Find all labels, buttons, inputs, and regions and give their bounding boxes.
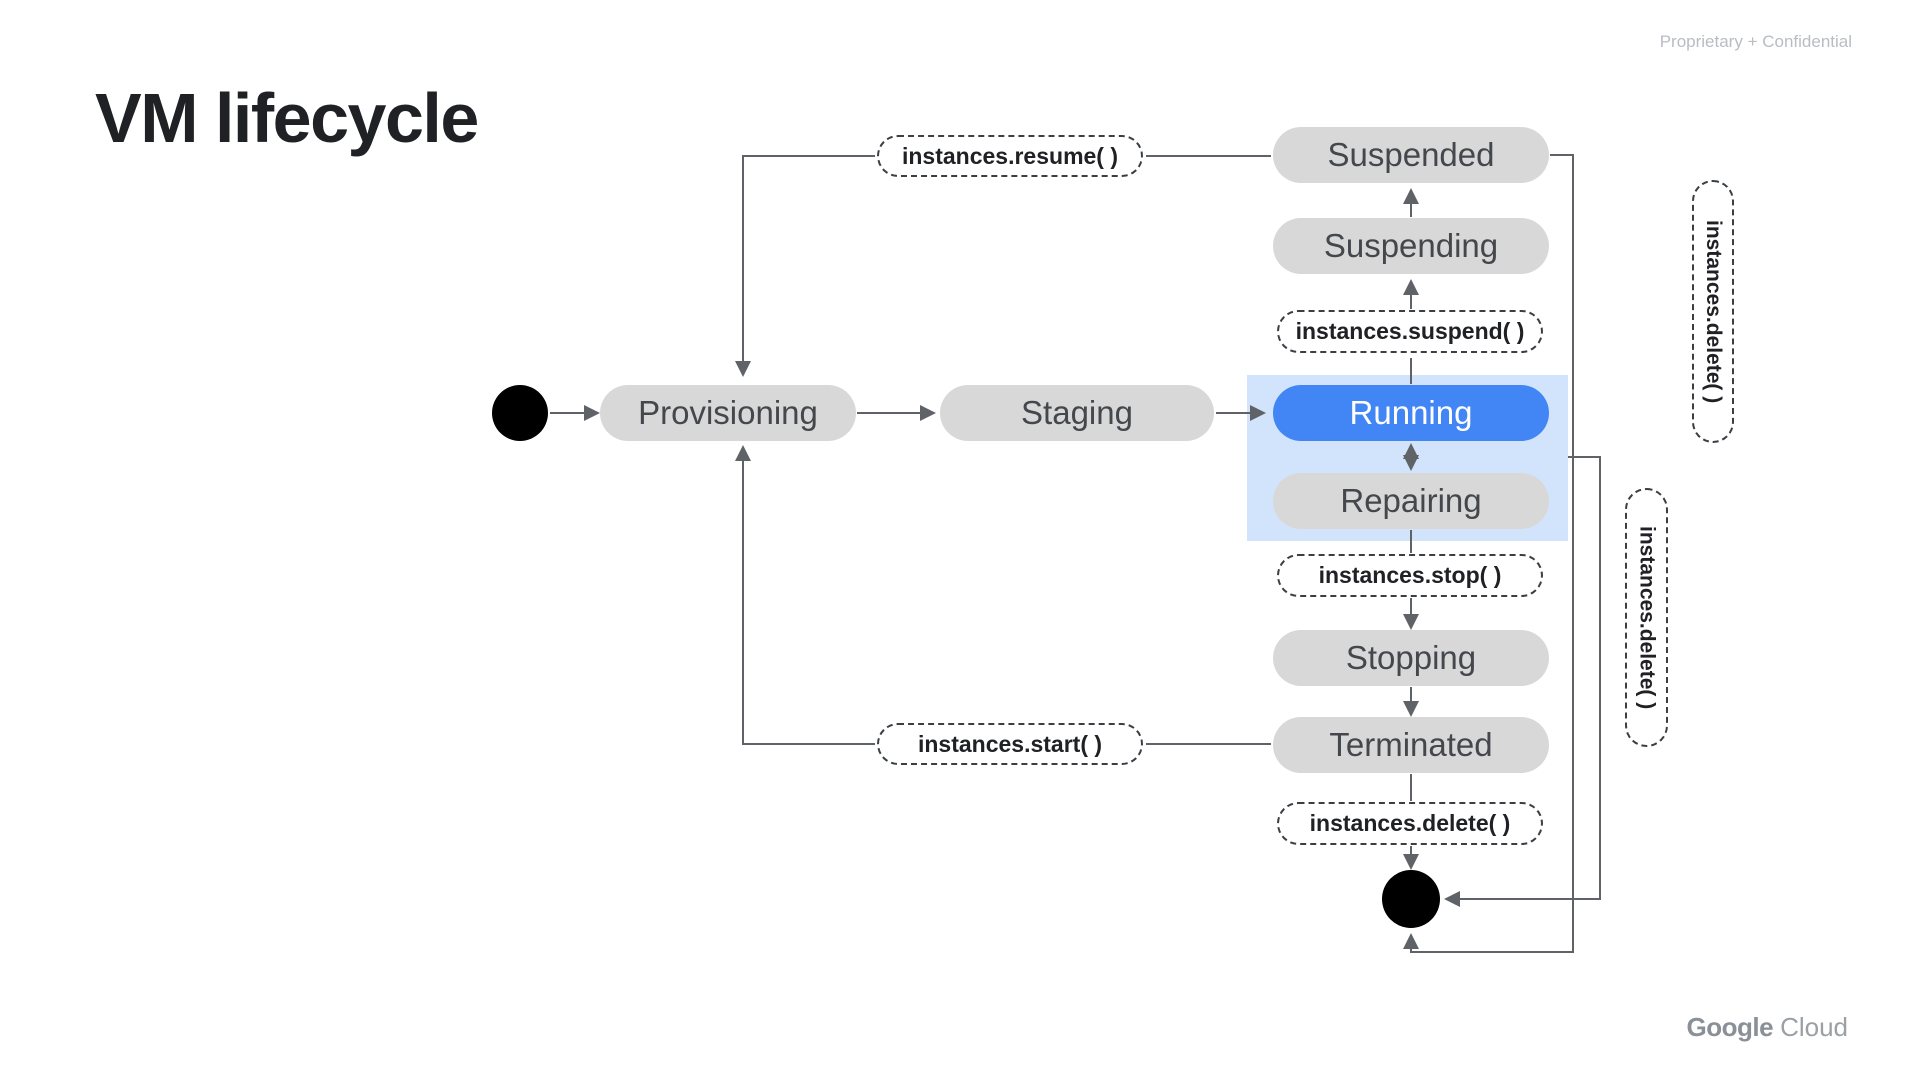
method-pill-delete-upper: instances.delete( ) <box>1692 180 1734 443</box>
edge-start-to-provisioning-return <box>735 445 875 745</box>
state-pill-suspending: Suspending <box>1273 218 1549 274</box>
state-pill-repairing: Repairing <box>1273 473 1549 529</box>
end-node <box>1382 870 1440 928</box>
page-title: VM lifecycle <box>95 79 479 157</box>
method-pill-stop: instances.stop( ) <box>1277 554 1543 597</box>
state-pill-provisioning: Provisioning <box>600 385 856 441</box>
edge-suspended-delete-to-end <box>1403 154 1574 953</box>
confidential-label: Proprietary + Confidential <box>1659 32 1852 51</box>
method-pill-suspend: instances.suspend( ) <box>1277 310 1543 353</box>
state-pill-suspended: Suspended <box>1273 127 1549 183</box>
edge-resume-to-provisioning <box>735 155 875 377</box>
method-pill-resume: instances.resume( ) <box>877 135 1143 177</box>
method-pill-delete-lower: instances.delete( ) <box>1625 488 1668 747</box>
edge-running-delete-to-end <box>1444 456 1601 907</box>
brand-cloud: Cloud <box>1780 1012 1848 1042</box>
state-pill-running: Running <box>1273 385 1549 441</box>
brand-google: Google <box>1686 1012 1774 1042</box>
start-node <box>492 385 548 441</box>
state-pill-terminated: Terminated <box>1273 717 1549 773</box>
state-pill-stopping: Stopping <box>1273 630 1549 686</box>
state-pill-staging: Staging <box>940 385 1214 441</box>
method-pill-delete: instances.delete( ) <box>1277 802 1543 845</box>
method-pill-start: instances.start( ) <box>877 723 1143 765</box>
